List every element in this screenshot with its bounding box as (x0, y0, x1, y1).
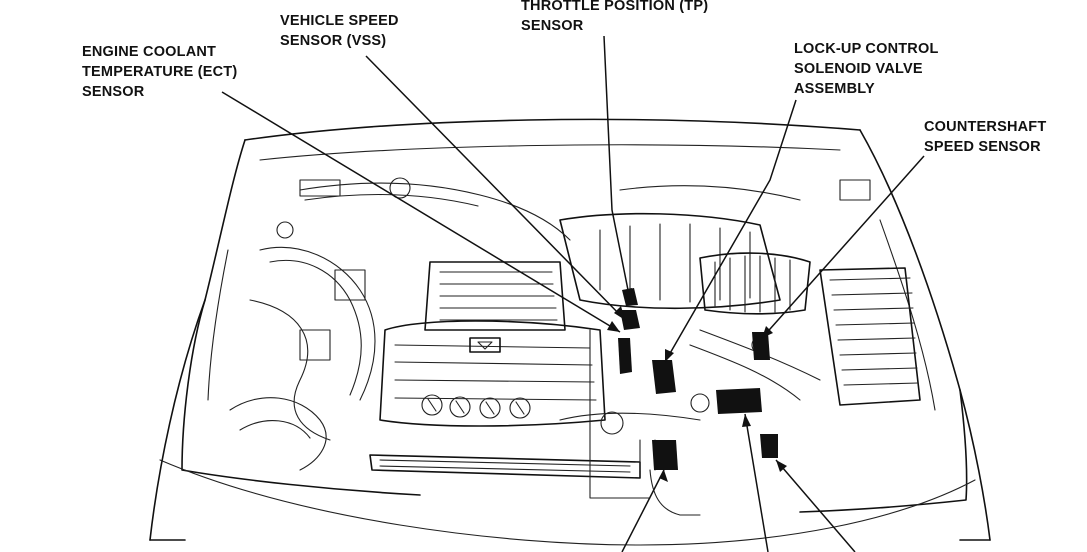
leader-countershaft (761, 155, 925, 339)
label-ect-sensor: ENGINE COOLANT TEMPERATURE (ECT) SENSOR (82, 44, 238, 100)
leader-vss (365, 55, 626, 321)
leader-ect (221, 91, 621, 333)
arrowhead-bottom-2 (742, 414, 751, 427)
label-countershaft-sensor: COUNTERSHAFT SPEED SENSOR (924, 119, 1047, 155)
hoses-and-lines (229, 177, 871, 516)
arrowhead-lockup (665, 349, 674, 362)
callout-leaders (221, 35, 925, 552)
arrowhead-ect (607, 321, 620, 332)
engine-block (379, 261, 606, 427)
leader-bottom-3 (775, 459, 856, 552)
leader-lockup (664, 99, 797, 363)
radiator-support (369, 454, 641, 479)
arrowhead-bottom-3 (776, 460, 787, 472)
label-lockup-solenoid: LOCK-UP CONTROL SOLENOID VALVE ASSEMBLY (794, 41, 939, 97)
intake-assembly (559, 212, 921, 406)
arrowhead-countershaft (762, 326, 773, 338)
arrowhead-vss (614, 306, 625, 320)
arrowhead-bottom-1 (659, 470, 668, 482)
callout-arrowheads (607, 288, 787, 482)
hood-outline (149, 118, 991, 546)
leader-bottom-1 (621, 469, 665, 552)
label-throttle-position-sensor: THROTTLE POSITION (TP) SENSOR (521, 0, 709, 34)
sensor-components (618, 288, 778, 470)
leader-tp (603, 35, 631, 301)
arrowhead-tp (623, 288, 632, 300)
label-vehicle-speed-sensor: VEHICLE SPEED SENSOR (VSS) (280, 13, 399, 49)
leader-bottom-2 (744, 413, 769, 552)
